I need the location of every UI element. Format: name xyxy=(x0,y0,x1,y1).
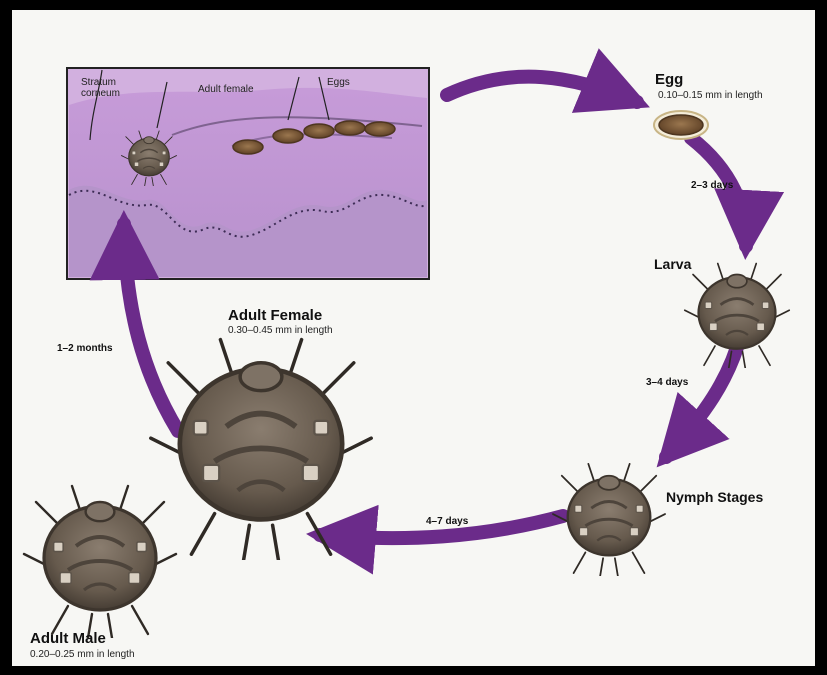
stratum-corneum-label: Stratum corneum xyxy=(81,77,120,99)
nymph-title: Nymph Stages xyxy=(666,490,763,505)
larva-to-nymph-duration: 3–4 days xyxy=(646,377,688,388)
skin-eggs-label: Eggs xyxy=(327,77,350,88)
adult-female-title: Adult Female xyxy=(228,308,322,325)
nymph-stage xyxy=(553,464,665,576)
egg-to-larva-duration: 2–3 days xyxy=(691,180,733,191)
lifecycle-diagram xyxy=(12,10,815,666)
adult-male-stage xyxy=(24,486,176,638)
nymph-to-adult-duration: 4–7 days xyxy=(426,516,468,527)
skin-adult-female-label: Adult female xyxy=(198,84,254,95)
diagram-frame: Stratum corneum Adult female Eggs Egg 0.… xyxy=(12,10,815,666)
adult-male-size: 0.20–0.25 mm in length xyxy=(30,649,135,660)
adult-to-skin-duration: 1–2 months xyxy=(57,343,113,354)
egg-size: 0.10–0.15 mm in length xyxy=(658,90,763,101)
adult-female-size: 0.30–0.45 mm in length xyxy=(228,325,333,336)
larva-title: Larva xyxy=(654,257,691,272)
egg-stage xyxy=(654,111,708,139)
adult-female-stage xyxy=(151,340,371,560)
egg-title: Egg xyxy=(655,72,683,89)
adult-male-title: Adult Male xyxy=(30,631,106,648)
